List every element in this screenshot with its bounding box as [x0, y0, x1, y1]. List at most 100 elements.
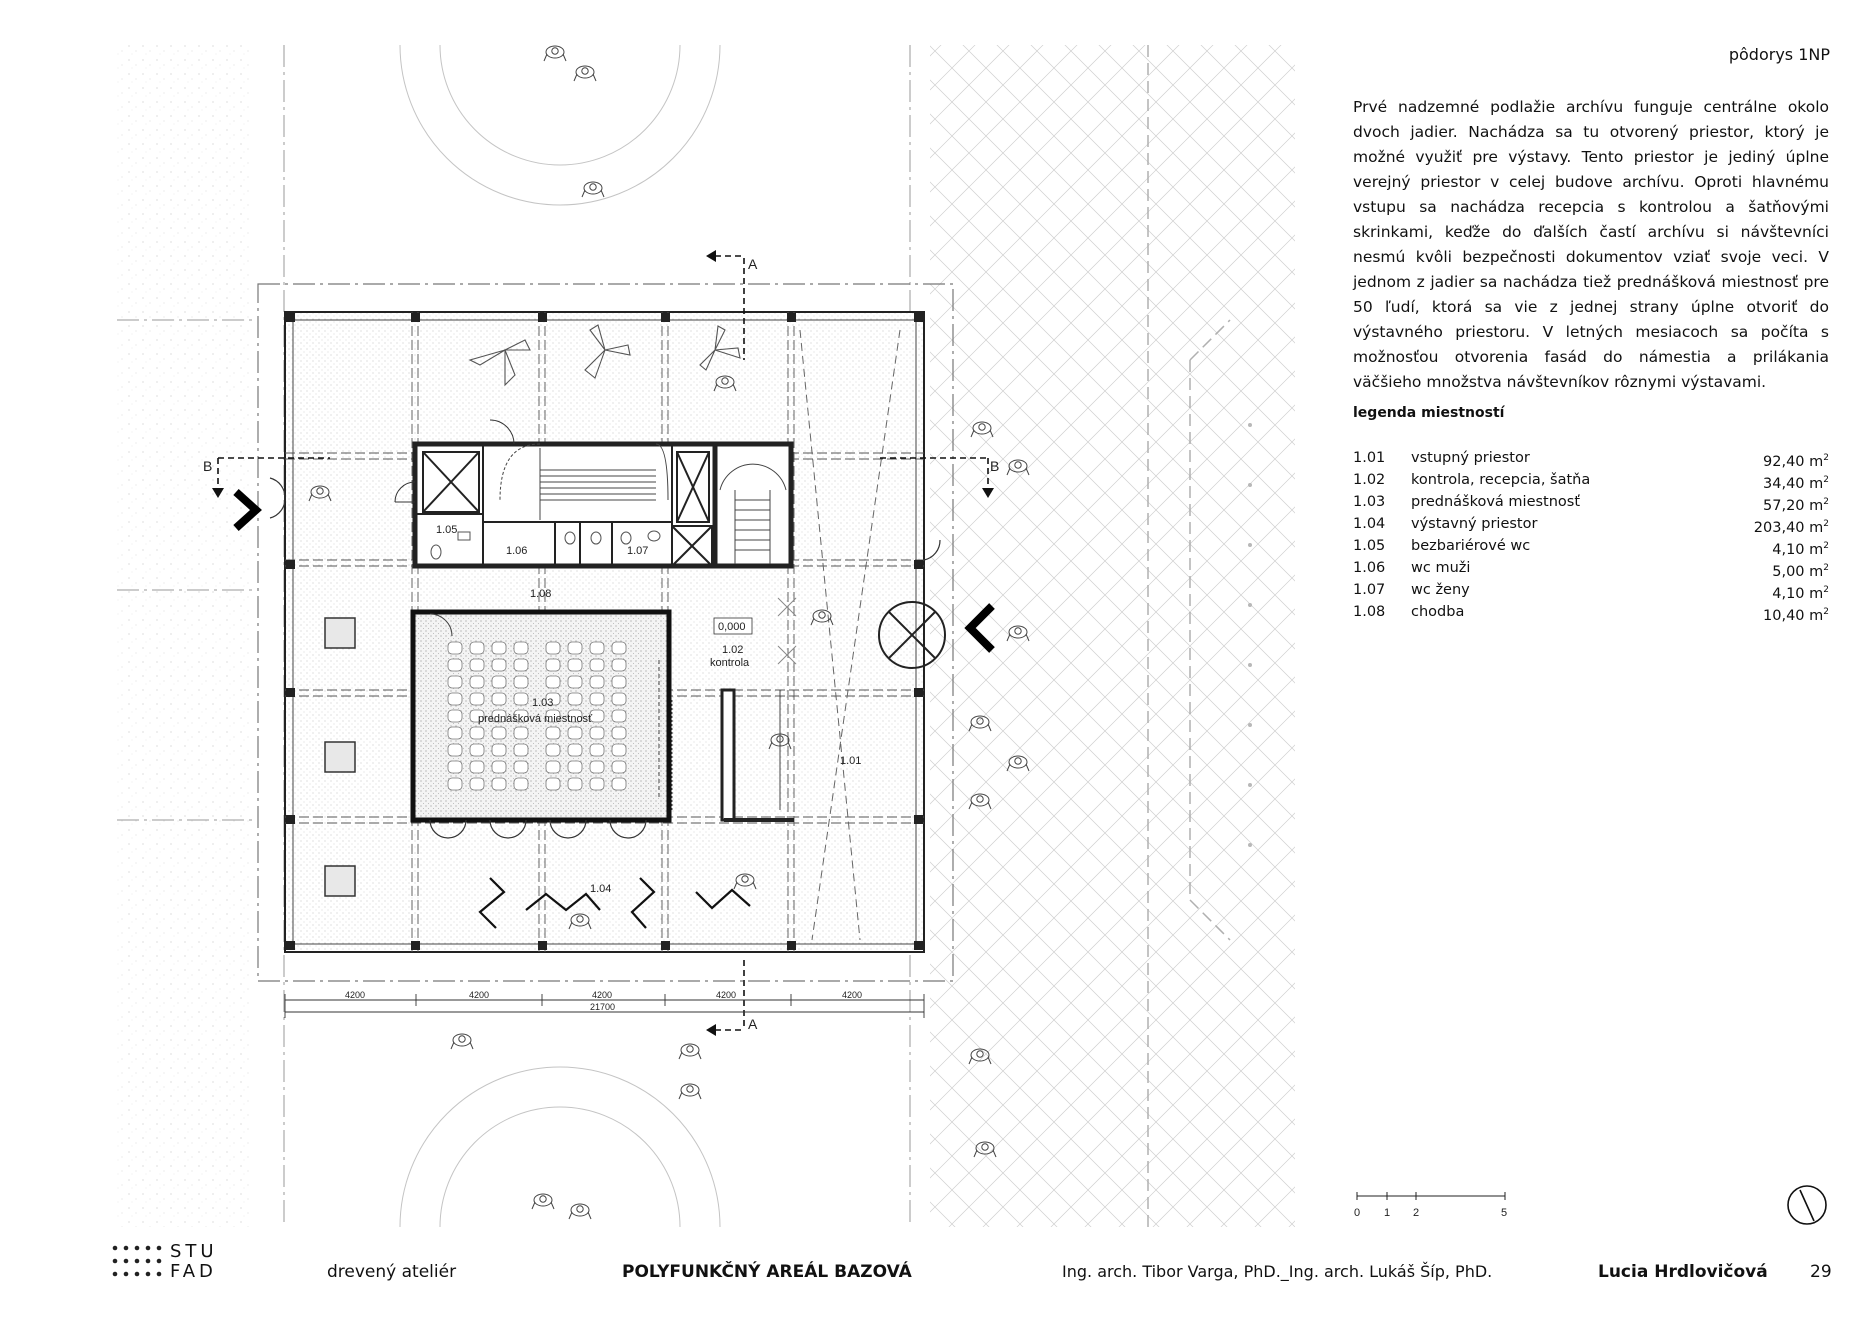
legend-name: prednášková miestnosť: [1411, 494, 1581, 510]
lecture-seat: [611, 641, 627, 655]
lecture-seat: [513, 641, 529, 655]
lecture-seat: [611, 777, 627, 791]
legend-name: vstupný priestor: [1411, 450, 1530, 466]
lecture-seat: [545, 726, 561, 740]
dimension-bay-2: 4200: [469, 990, 489, 1000]
room-label-1-02: 1.02: [722, 644, 743, 656]
lecture-seat: [567, 726, 583, 740]
legend-area: 5,00 m2: [1772, 563, 1829, 580]
lecture-seat: [589, 692, 605, 706]
lecture-seat: [545, 760, 561, 774]
lecture-seat: [469, 726, 485, 740]
legend-name: wc ženy: [1411, 582, 1470, 598]
lecture-seat: [491, 658, 507, 672]
lecture-seat: [567, 743, 583, 757]
lecture-seat: [513, 675, 529, 689]
lecture-seat: [447, 726, 463, 740]
lecture-seat: [545, 641, 561, 655]
north-arrow-icon: [1787, 1185, 1827, 1225]
legend-name: výstavný priestor: [1411, 516, 1538, 532]
room-label-1-03: 1.03: [532, 697, 553, 709]
room-label-1-01: 1.01: [840, 755, 861, 767]
room-name-lecture: prednášková miestnosť: [478, 713, 593, 725]
legend-row: 1.05 bezbariérové wc 4,10 m2: [1353, 535, 1829, 558]
lecture-seat: [469, 760, 485, 774]
scale-label-1: 1: [1384, 1207, 1390, 1219]
legend-row: 1.06 wc muži 5,00 m2: [1353, 557, 1829, 580]
lecture-seat: [491, 675, 507, 689]
legend-name: kontrola, recepcia, šatňa: [1411, 472, 1591, 488]
dimension-bay-1: 4200: [345, 990, 365, 1000]
section-b-right: B: [990, 458, 999, 474]
legend-name: wc muži: [1411, 560, 1471, 576]
legend-code: 1.05: [1353, 538, 1386, 554]
section-b-left: B: [203, 458, 212, 474]
lecture-seat: [469, 658, 485, 672]
lecture-seat: [491, 743, 507, 757]
legend-area: 92,40 m2: [1763, 453, 1829, 470]
dimension-bay-5: 4200: [842, 990, 862, 1000]
lecture-seat: [469, 692, 485, 706]
legend-area: 203,40 m2: [1753, 519, 1829, 536]
room-label-1-07: 1.07: [627, 545, 648, 557]
room-label-1-04: 1.04: [590, 883, 611, 895]
legend-code: 1.07: [1353, 582, 1386, 598]
tutors: Ing. arch. Tibor Varga, PhD._Ing. arch. …: [1062, 1262, 1493, 1281]
legend-area: 57,20 m2: [1763, 497, 1829, 514]
legend-code: 1.03: [1353, 494, 1386, 510]
legend-code: 1.01: [1353, 450, 1386, 466]
legend-area: 10,40 m2: [1763, 607, 1829, 624]
lecture-seat: [513, 726, 529, 740]
legend-title: legenda miestností: [1353, 405, 1505, 421]
lecture-seat: [589, 743, 605, 757]
lecture-seat: [513, 692, 529, 706]
legend-row: 1.02 kontrola, recepcia, šatňa 34,40 m2: [1353, 469, 1829, 492]
description-text: Prvé nadzemné podlažie archívu funguje c…: [1353, 98, 1829, 391]
level-mark: 0,000: [718, 621, 746, 633]
lecture-seat: [589, 658, 605, 672]
legend-area: 4,10 m2: [1772, 585, 1829, 602]
lecture-seat: [491, 760, 507, 774]
section-a-top: A: [748, 256, 758, 272]
lecture-seat: [611, 726, 627, 740]
legend-name: chodba: [1411, 604, 1465, 620]
lecture-seat: [567, 675, 583, 689]
legend-code: 1.02: [1353, 472, 1386, 488]
lecture-seat: [513, 658, 529, 672]
scale-label-0: 0: [1354, 1207, 1360, 1219]
lecture-seat: [447, 692, 463, 706]
project-title: POLYFUNKČNÝ AREÁL BAZOVÁ: [622, 1262, 912, 1282]
legend-area: 4,10 m2: [1772, 541, 1829, 558]
lecture-seat: [491, 641, 507, 655]
lecture-seat: [589, 760, 605, 774]
lecture-seat: [611, 692, 627, 706]
author-name: Lucia Hrdlovičová: [1598, 1262, 1768, 1282]
lecture-seat: [611, 675, 627, 689]
page-number: 29: [1810, 1262, 1832, 1282]
lecture-seat: [567, 760, 583, 774]
lecture-seat: [513, 760, 529, 774]
lecture-seat: [447, 743, 463, 757]
section-a-bottom: A: [748, 1016, 758, 1032]
lecture-seat: [447, 641, 463, 655]
legend-name: bezbariérové wc: [1411, 538, 1531, 554]
lecture-seat: [611, 709, 627, 723]
lecture-seat: [589, 641, 605, 655]
lecture-seat: [469, 777, 485, 791]
lecture-seat: [545, 658, 561, 672]
lecture-seat: [469, 675, 485, 689]
lecture-seat: [611, 760, 627, 774]
logo-dots-icon: [112, 1245, 162, 1277]
lecture-seat: [567, 658, 583, 672]
lecture-seat: [589, 777, 605, 791]
lecture-seat: [611, 743, 627, 757]
room-label-1-06: 1.06: [506, 545, 527, 557]
lecture-seat: [567, 777, 583, 791]
legend-row: 1.01 vstupný priestor 92,40 m2: [1353, 447, 1829, 470]
lecture-seat: [567, 692, 583, 706]
dimension-total: 21700: [590, 1002, 615, 1012]
lecture-seat: [545, 675, 561, 689]
lecture-seat: [513, 777, 529, 791]
lecture-seat: [491, 777, 507, 791]
